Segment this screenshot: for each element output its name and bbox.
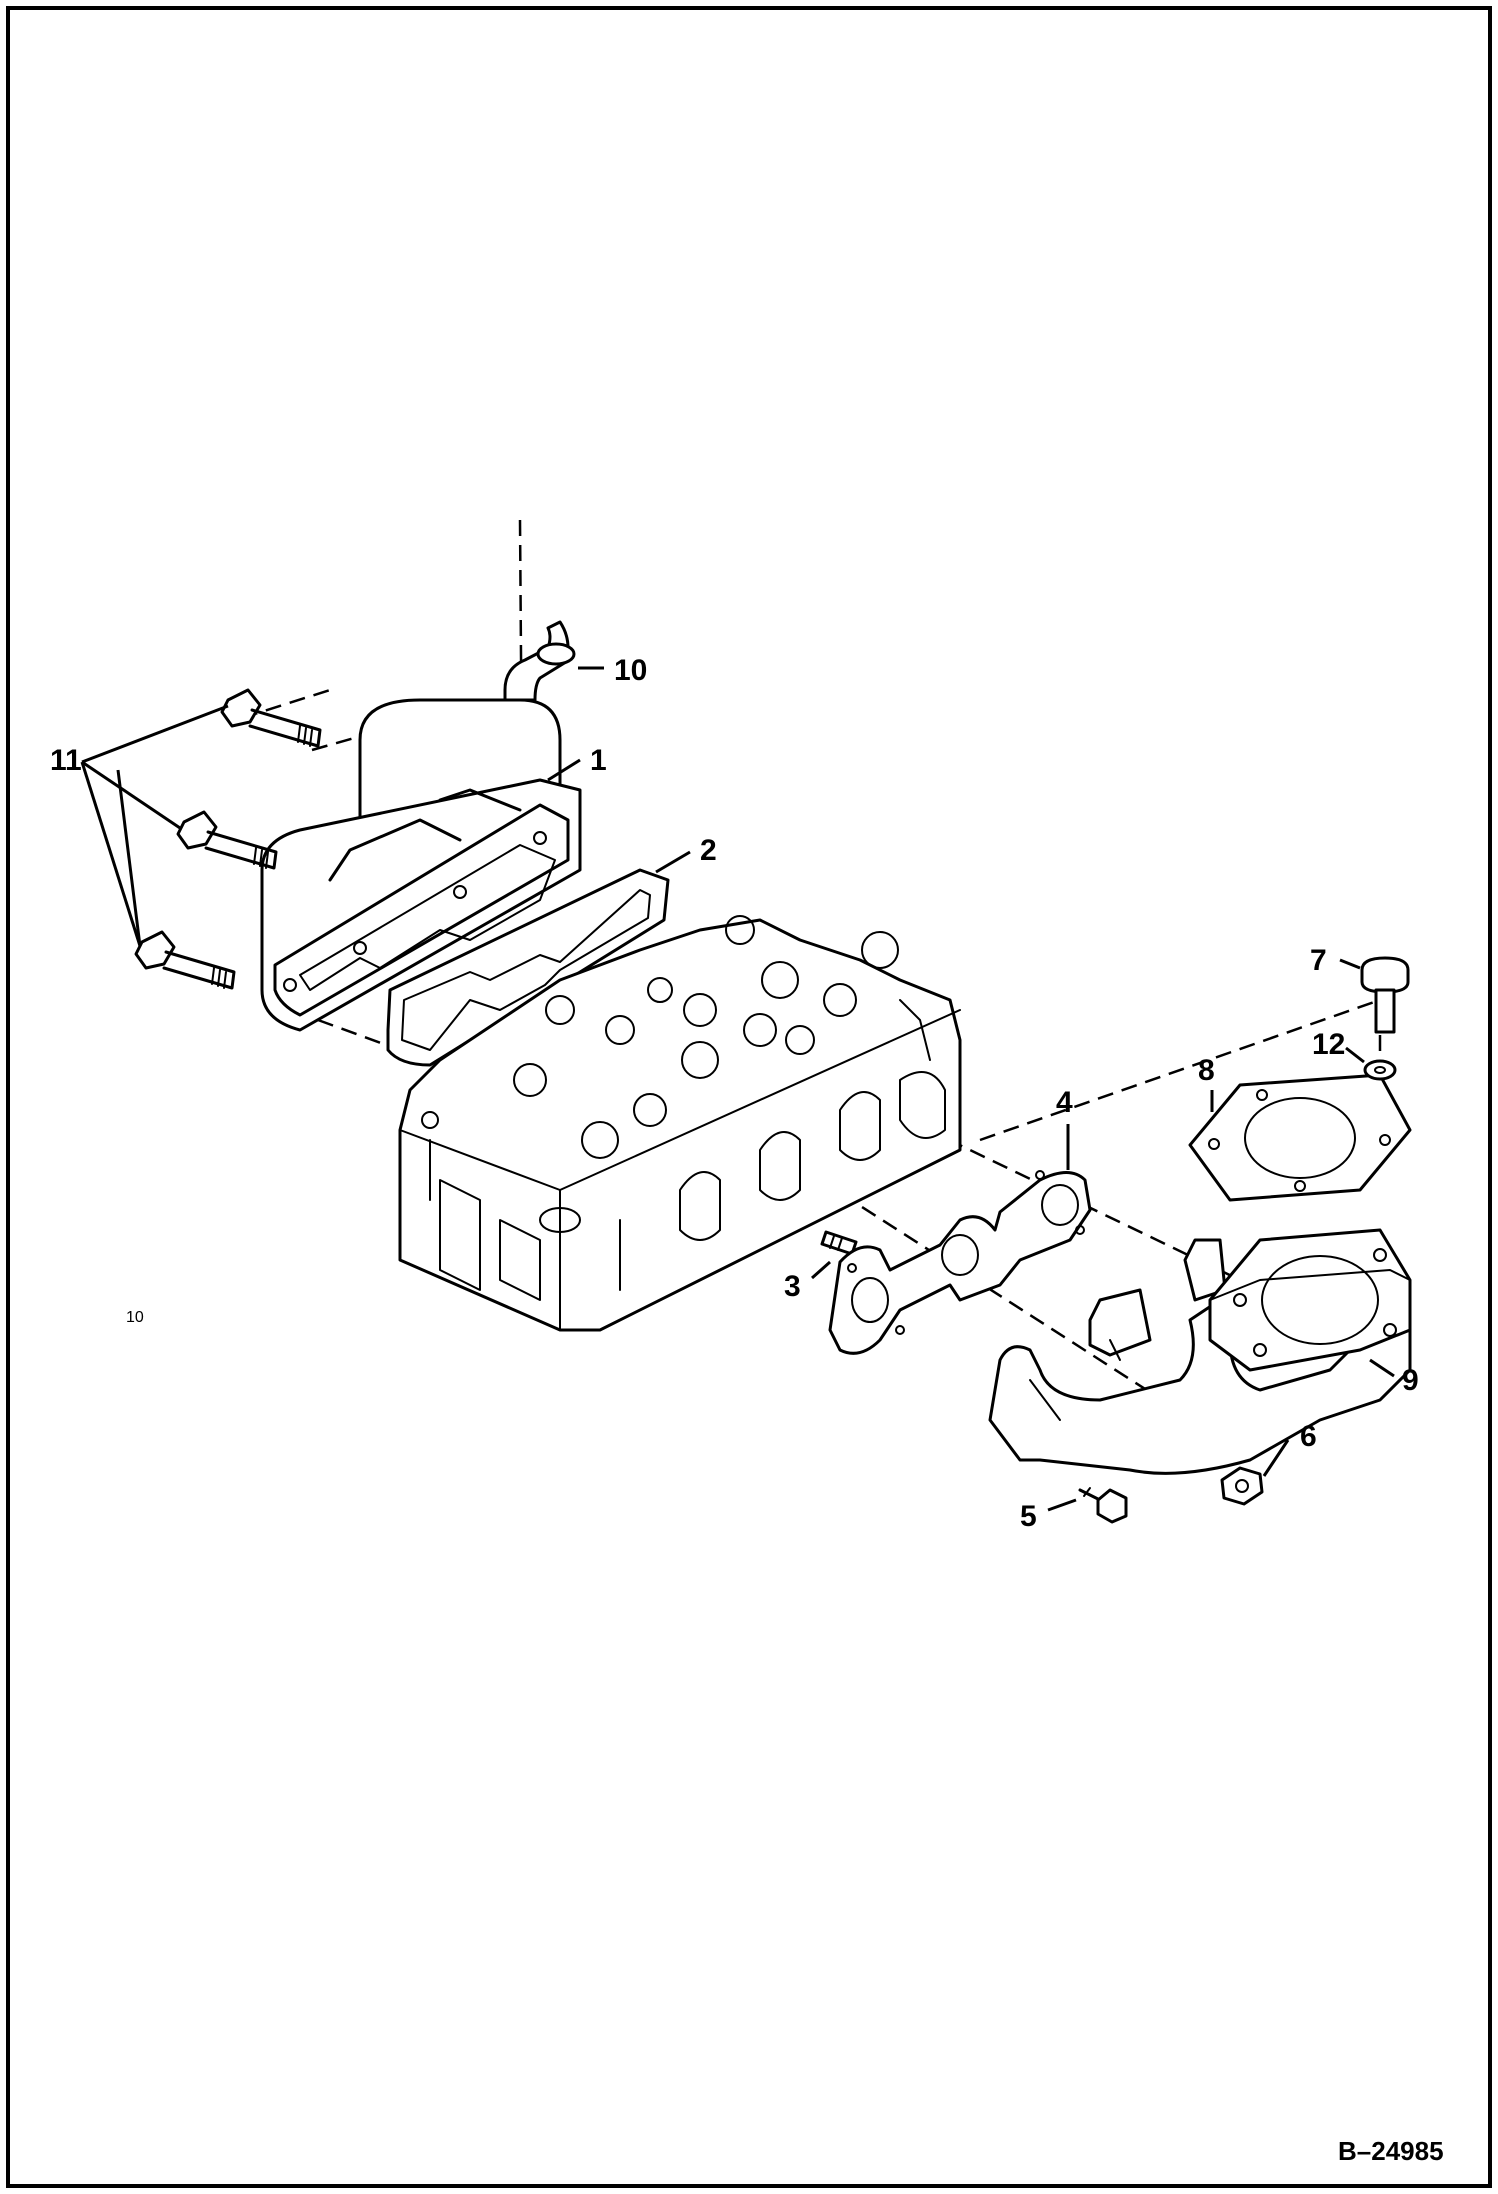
bolt-top	[220, 688, 322, 748]
small-note: 10	[126, 1309, 144, 1326]
callout-11: 11	[50, 744, 82, 777]
callout-7: 7	[1310, 944, 1327, 977]
callout-2: 2	[700, 834, 717, 867]
callout-10: 10	[614, 654, 647, 687]
cover-housing	[260, 698, 582, 1032]
drawing-frame	[6, 6, 1492, 2188]
bolts-group	[134, 688, 322, 990]
cover-gasket	[386, 868, 670, 1067]
leader-lines	[80, 666, 1395, 1512]
callout-5: 5	[1020, 1500, 1037, 1533]
manifold-gasket	[828, 1170, 1092, 1355]
bolt-bottom	[134, 930, 236, 990]
callout-8: 8	[1198, 1054, 1215, 1087]
flange-gasket	[1188, 1073, 1412, 1202]
callout-3: 3	[784, 1270, 801, 1303]
callouts: 11 1 2 3 4 5 6 7 8 9 10 12 10 B–24985	[50, 654, 1444, 2166]
callout-9: 9	[1402, 1364, 1419, 1397]
callout-12: 12	[1312, 1028, 1345, 1061]
callout-4: 4	[1056, 1086, 1073, 1119]
callout-1: 1	[590, 744, 607, 777]
bolt-middle	[176, 810, 278, 870]
hex-nut	[1220, 1466, 1264, 1506]
flange-bolt	[1360, 956, 1410, 1034]
lock-washer	[1363, 1059, 1397, 1081]
figure-code: B–24985	[1338, 2136, 1444, 2166]
callout-6: 6	[1300, 1420, 1317, 1453]
exhaust-manifold	[988, 1228, 1412, 1475]
cylinder-head	[398, 915, 962, 1332]
flange-screw	[1078, 1487, 1128, 1524]
